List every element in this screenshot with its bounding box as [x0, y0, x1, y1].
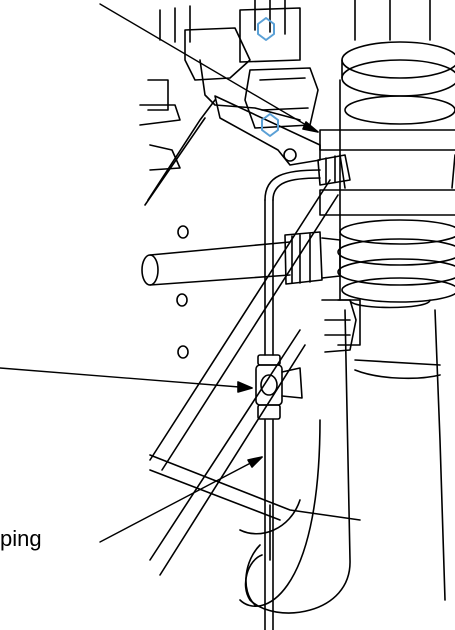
- frame-rails: [149, 179, 361, 576]
- leader-line-valve: [0, 367, 253, 389]
- arrowhead-valve: [237, 381, 253, 393]
- sample-tube: [264, 154, 351, 630]
- bolt-head-upper: [257, 17, 275, 41]
- upper-bracket: [159, 0, 321, 166]
- left-fitting: [139, 79, 216, 206]
- panel-hole-1: [177, 225, 189, 239]
- vertical-stack: [319, 0, 455, 353]
- panel-hole-3: [177, 345, 189, 359]
- panel-hole-2: [176, 293, 188, 307]
- bolt-head-lower: [261, 113, 279, 137]
- leader-line-top: [99, 3, 319, 133]
- horizontal-connector: [141, 231, 341, 286]
- ball-valve: [255, 354, 303, 420]
- leader-line-piping: [99, 456, 263, 543]
- u-bend-trap: [239, 299, 446, 614]
- callout-piping-label: ping: [0, 526, 42, 551]
- arrowhead-piping: [247, 456, 263, 468]
